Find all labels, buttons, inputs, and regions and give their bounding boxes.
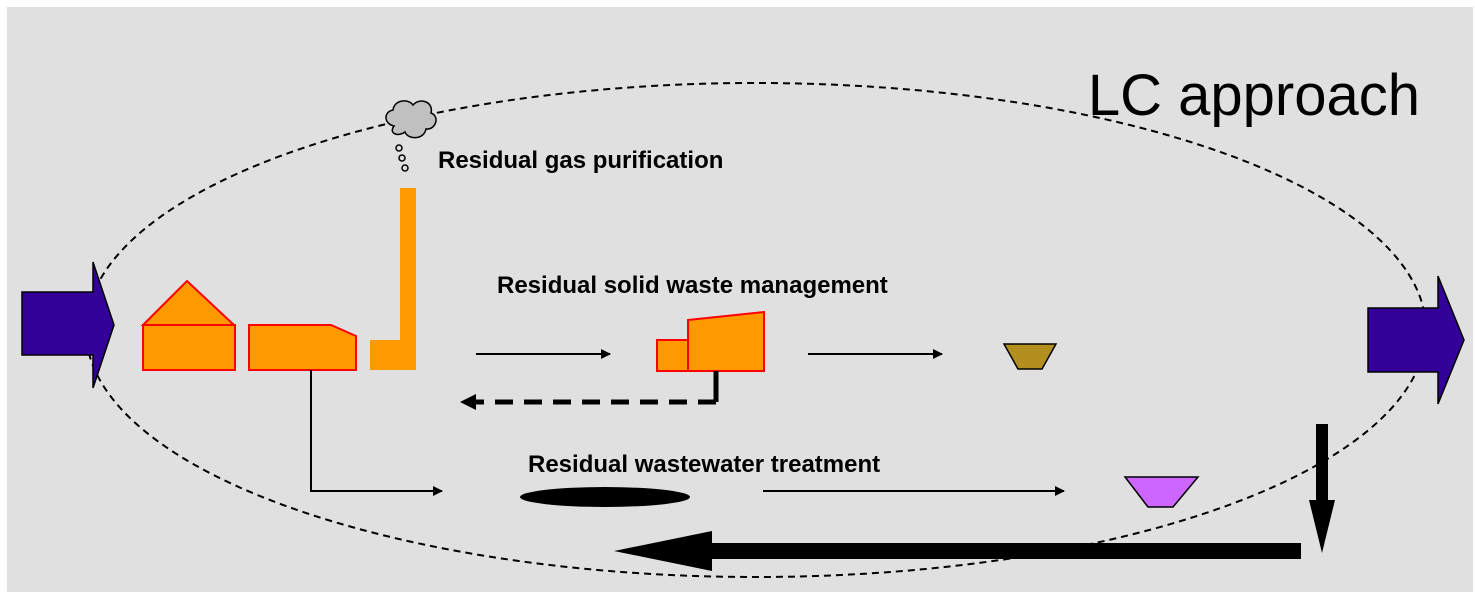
inflow-arrow: [21, 261, 115, 389]
solid-recycle-arrowhead: [460, 394, 476, 410]
outflow-down-shaft: [1316, 424, 1328, 508]
gas-purification-label: Residual gas purification: [438, 147, 723, 174]
landfill-container: [1002, 343, 1058, 370]
wastewater-label: Residual wastewater treatment: [528, 451, 880, 478]
factory-hall: [248, 324, 357, 371]
solid-waste-label: Residual solid waste management: [497, 272, 888, 299]
return-arrow-head: [614, 531, 712, 571]
diagram-title: LC approach: [1088, 63, 1420, 128]
smoke-cloud-icon: [385, 100, 437, 172]
chimney-stack: [370, 188, 416, 370]
outflow-down-arrowhead: [1309, 500, 1335, 553]
arrow-to-wastewater: [310, 370, 443, 496]
wastewater-basin: [520, 487, 690, 507]
outflow-arrow: [1367, 275, 1465, 405]
return-arrow-shaft: [700, 543, 1301, 559]
diagram-background: [7, 7, 1473, 592]
sludge-container: [1123, 476, 1200, 508]
solid-waste-plant: [656, 310, 765, 372]
factory-building: [140, 279, 237, 371]
